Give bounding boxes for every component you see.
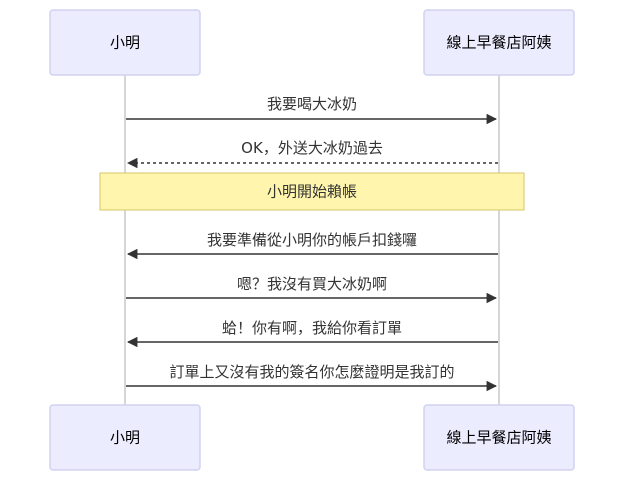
message-6-label: 訂單上又沒有我的簽名你怎麼證明是我訂的	[169, 363, 454, 381]
actor-bottom-xiaoming-box	[49, 404, 201, 471]
message-5-label: 蛤！你有啊，我給你看訂單	[222, 319, 402, 337]
actor-top-auntie-label: 線上早餐店阿姨	[446, 34, 551, 52]
note-over-both: 小明開始賴帳	[99, 172, 525, 211]
note-box	[99, 172, 525, 211]
actor-bottom-xiaoming: 小明	[49, 404, 201, 471]
message-2-label: OK，外送大冰奶過去	[241, 139, 383, 157]
actor-top-xiaoming-box	[49, 9, 201, 76]
actor-top-auntie: 線上早餐店阿姨	[423, 9, 575, 76]
message-1-label: 我要喝大冰奶	[267, 95, 357, 113]
actor-top-xiaoming: 小明	[49, 9, 201, 76]
message-4-label: 嗯？我沒有買大冰奶啊	[237, 275, 387, 293]
actor-top-xiaoming-label: 小明	[110, 34, 140, 52]
actor-bottom-xiaoming-label: 小明	[110, 429, 140, 447]
actor-top-auntie-box	[423, 9, 575, 76]
actor-bottom-auntie-label: 線上早餐店阿姨	[446, 429, 551, 447]
actor-bottom-auntie-box	[423, 404, 575, 471]
note-label: 小明開始賴帳	[267, 183, 357, 201]
actor-bottom-auntie: 線上早餐店阿姨	[423, 404, 575, 471]
message-3-label: 我要準備從小明你的帳戶扣錢囉	[207, 231, 417, 249]
